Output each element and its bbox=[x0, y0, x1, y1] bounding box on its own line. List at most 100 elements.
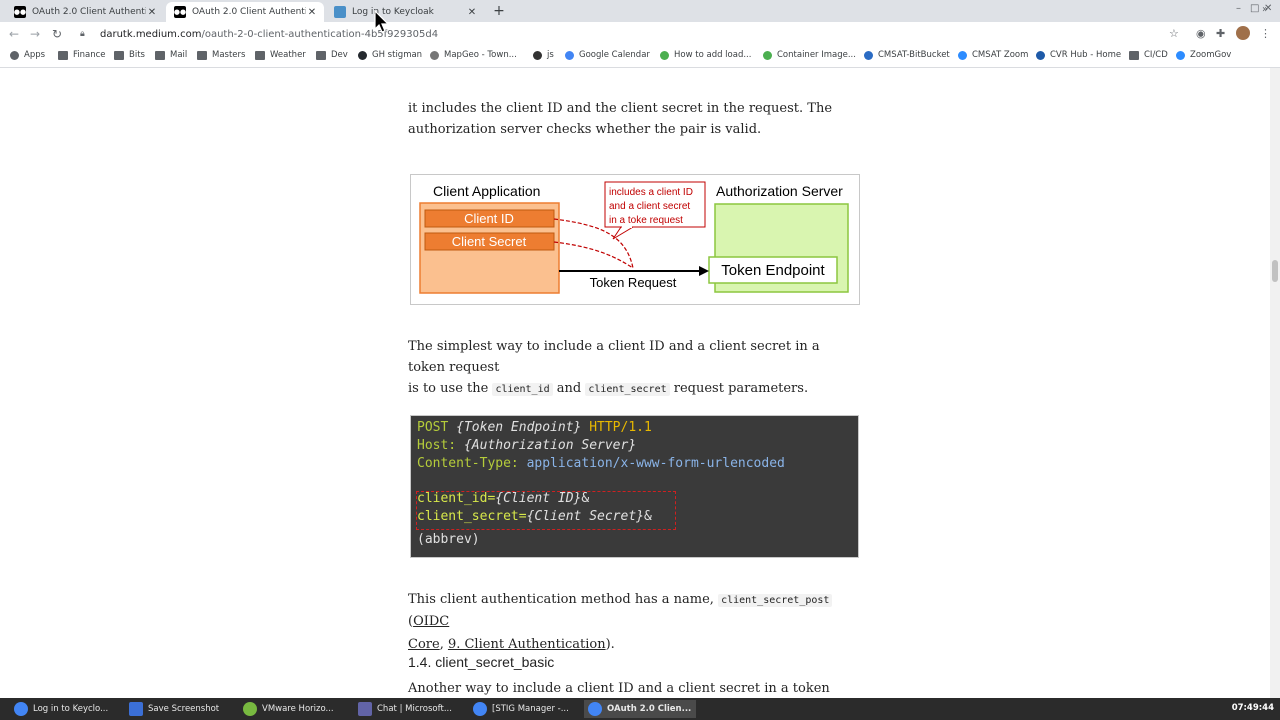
client-secret-box bbox=[424, 232, 555, 251]
callout-line-secret bbox=[553, 241, 634, 269]
folder-icon bbox=[316, 50, 326, 60]
client-authentication-link[interactable]: 9. Client Authentication bbox=[447, 637, 606, 652]
tab-oauth-2[interactable]: ●● OAuth 2.0 Client Authenticatio ✕ bbox=[166, 2, 324, 22]
taskbar-item-keycloak[interactable]: Log in to Keyclo... bbox=[10, 700, 122, 718]
client-auth-diagram: Client Application Client ID Client Secr… bbox=[410, 174, 860, 305]
bookmark-cmsat-zoom[interactable]: CMSAT Zoom bbox=[958, 50, 1028, 60]
page-icon bbox=[763, 50, 772, 60]
tab-keycloak[interactable]: Log in to Keycloak ✕ bbox=[326, 2, 484, 22]
folder-icon bbox=[114, 50, 124, 60]
maximize-icon[interactable]: □ bbox=[1250, 3, 1260, 14]
bookmark-star-icon[interactable]: ☆ bbox=[1169, 27, 1179, 40]
minimize-icon[interactable]: – bbox=[1236, 3, 1241, 14]
bookmark-gh-stigman[interactable]: GH stigman bbox=[358, 50, 422, 60]
close-icon[interactable]: ✕ bbox=[467, 6, 477, 18]
auth-server-label: Authorization Server bbox=[716, 183, 843, 199]
taskbar-item-oauth[interactable]: OAuth 2.0 Clien... bbox=[584, 700, 696, 718]
bookmark-mail[interactable]: Mail bbox=[155, 50, 187, 60]
js-icon bbox=[533, 50, 542, 60]
map-icon bbox=[430, 50, 439, 60]
folder-icon bbox=[197, 50, 207, 60]
folder-icon bbox=[58, 50, 68, 60]
medium-icon: ●● bbox=[13, 6, 27, 18]
lock-icon: 🔒︎ bbox=[80, 29, 85, 39]
code-block: POST {Token Endpoint} HTTP/1.1 Host: {Au… bbox=[410, 415, 859, 558]
inline-code: client_secret_post bbox=[718, 594, 833, 607]
bookmark-how-to-add-load[interactable]: How to add load... bbox=[660, 50, 751, 60]
menu-icon[interactable]: ⋮ bbox=[1260, 27, 1271, 40]
token-endpoint-box bbox=[708, 256, 838, 284]
article-paragraph: it includes the client ID and the client… bbox=[408, 101, 833, 137]
chrome-icon bbox=[588, 702, 602, 716]
folder-icon bbox=[1129, 50, 1139, 60]
keycloak-icon bbox=[334, 6, 346, 18]
tab-oauth-1[interactable]: ●● OAuth 2.0 Client Authenticatio ✕ bbox=[13, 6, 157, 18]
taskbar-item-vmware[interactable]: VMware Horizo... bbox=[239, 700, 351, 718]
clock: 07:49:44 bbox=[1231, 703, 1274, 713]
github-icon bbox=[358, 50, 367, 60]
inline-code: client_secret bbox=[585, 383, 670, 396]
bookmark-masters[interactable]: Masters bbox=[197, 50, 245, 60]
reload-icon[interactable]: ↻ bbox=[51, 27, 63, 41]
apps-icon bbox=[10, 50, 19, 60]
bookmark-mapgeo-town[interactable]: MapGeo - Town... bbox=[430, 50, 517, 60]
oidc-core-link[interactable]: Core bbox=[408, 637, 440, 652]
bookmark-bits[interactable]: Bits bbox=[114, 50, 145, 60]
client-secret-label: Client Secret bbox=[452, 234, 527, 249]
oidc-core-link[interactable]: OIDC bbox=[413, 614, 450, 629]
avatar[interactable] bbox=[1236, 26, 1250, 40]
close-icon[interactable]: ✕ bbox=[307, 6, 317, 18]
client-id-box bbox=[424, 209, 555, 228]
taskbar-item-teams[interactable]: Chat | Microsoft... bbox=[354, 700, 466, 718]
back-icon[interactable]: ← bbox=[8, 27, 20, 41]
bookmark-google-calendar[interactable]: Google Calendar bbox=[565, 50, 650, 60]
scrollbar-thumb[interactable] bbox=[1272, 260, 1278, 282]
cmsat-icon bbox=[864, 50, 873, 60]
callout-line-id bbox=[553, 218, 634, 269]
taskbar-item-stig[interactable]: [STIG Manager -... bbox=[469, 700, 581, 718]
new-tab-button[interactable]: + bbox=[493, 3, 505, 19]
address-bar[interactable]: 🔒︎ darutk.medium.com/oauth-2-0-client-au… bbox=[80, 28, 439, 40]
highlight-box bbox=[416, 491, 676, 530]
callout-line-2: and a client secret bbox=[609, 201, 690, 212]
forward-icon[interactable]: → bbox=[29, 27, 41, 41]
taskbar-item-screenshot[interactable]: Save Screenshot bbox=[125, 700, 237, 718]
scrollbar[interactable] bbox=[1270, 68, 1280, 698]
bookmark-cmsat-bitbucket[interactable]: CMSAT-BitBucket bbox=[864, 50, 950, 60]
bookmark-apps[interactable]: Apps bbox=[10, 50, 45, 60]
token-endpoint-label: Token Endpoint bbox=[721, 262, 825, 279]
arrowhead bbox=[699, 266, 709, 276]
puzzle-icon[interactable]: ✚ bbox=[1216, 27, 1226, 40]
article-paragraph: The simplest way to include a client ID … bbox=[408, 339, 820, 396]
bookmark-js[interactable]: js bbox=[533, 50, 554, 60]
bookmark-zoomgov[interactable]: ZoomGov bbox=[1176, 50, 1231, 60]
bookmarks-overflow-icon[interactable]: » bbox=[1262, 4, 1269, 15]
callout-box bbox=[604, 181, 706, 228]
bookmarks-bar: Apps Finance Bits Mail Masters Weather Dev GH s… bbox=[0, 46, 1280, 68]
extension-icon[interactable]: ◉ bbox=[1196, 27, 1206, 40]
inline-code: client_id bbox=[492, 383, 553, 396]
bookmark-dev[interactable]: Dev bbox=[316, 50, 348, 60]
client-app-label: Client Application bbox=[433, 183, 540, 199]
bookmark-container-image[interactable]: Container Image... bbox=[763, 50, 856, 60]
close-window-icon[interactable]: ✕ bbox=[1264, 3, 1273, 14]
browser-toolbar: ← → ↻ 🔒︎ darutk.medium.com/oauth-2-0-cli… bbox=[0, 22, 1280, 46]
diagram-svg: Client Application Client ID Client Secr… bbox=[419, 181, 849, 294]
zoom-icon bbox=[1176, 50, 1185, 60]
article-paragraph: This client authentication method has a … bbox=[408, 589, 860, 655]
chrome-icon bbox=[473, 702, 487, 716]
zoom-icon bbox=[958, 50, 967, 60]
callout-line-1: includes a client ID bbox=[609, 187, 693, 198]
browser-tabstrip: ●● OAuth 2.0 Client Authenticatio ✕ ●● O… bbox=[0, 0, 1280, 22]
chrome-icon bbox=[14, 702, 28, 716]
bookmark-weather[interactable]: Weather bbox=[255, 50, 306, 60]
bookmark-cvr-hub-home[interactable]: CVR Hub - Home bbox=[1036, 50, 1121, 60]
vmware-icon bbox=[243, 702, 257, 716]
cvr-icon bbox=[1036, 50, 1045, 60]
callout-line-3: in a toke request bbox=[609, 215, 683, 226]
bookmark-finance[interactable]: Finance bbox=[58, 50, 106, 60]
client-id-label: Client ID bbox=[464, 211, 514, 226]
teams-icon bbox=[358, 702, 372, 716]
bookmark-ci-cd[interactable]: CI/CD bbox=[1129, 50, 1168, 60]
close-icon[interactable]: ✕ bbox=[147, 6, 157, 18]
